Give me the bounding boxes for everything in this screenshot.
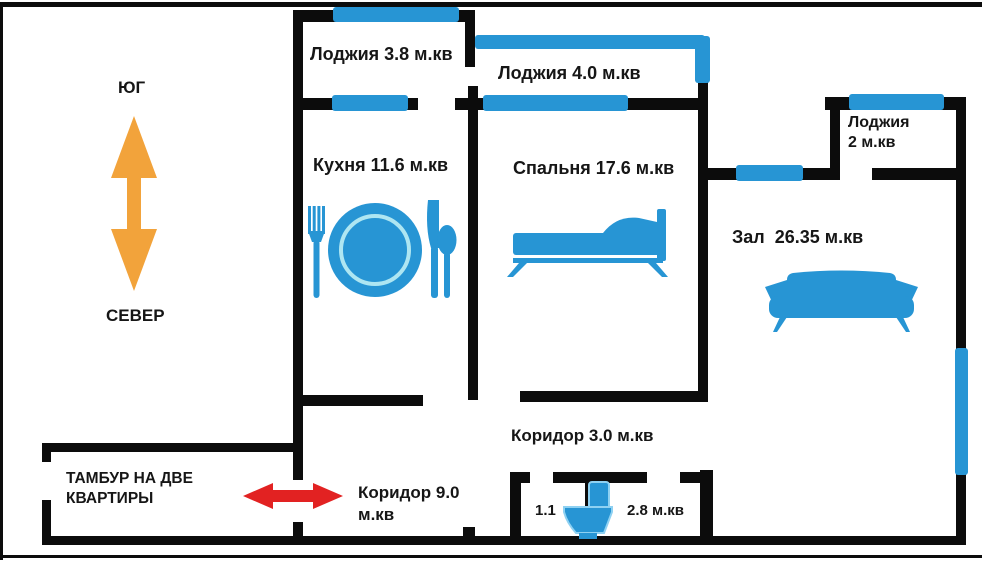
wall-bathroom-top-c <box>680 472 713 483</box>
knife-icon <box>427 200 439 298</box>
wall-kitchen-bottom <box>295 395 423 406</box>
frame-top <box>0 2 982 7</box>
entrance-arrow-icon <box>243 481 343 511</box>
window-loggia40-side <box>695 36 710 83</box>
wall-bathroom-top-b <box>553 472 647 483</box>
wall-bathroom-left <box>510 472 521 543</box>
wall-tambour-left-b <box>42 500 51 545</box>
wall-bedroom-right <box>698 82 708 402</box>
wall-bathroom-right <box>700 470 713 543</box>
wall-right-exterior <box>956 97 966 543</box>
toilet-icon <box>562 481 614 541</box>
wall-tambour-top <box>42 443 298 452</box>
label-loggia2: Лоджия 2 м.кв <box>848 113 909 154</box>
label-tambour: ТАМБУР НА ДВЕ КВАРТИРЫ <box>66 469 193 509</box>
label-kitchen: Кухня 11.6 м.кв <box>313 155 449 175</box>
label-loggia2-line2: 2 м.кв <box>848 134 896 152</box>
label-bathroom-area: 2.8 м.кв <box>627 502 685 519</box>
window-bedroom-top <box>483 95 628 111</box>
compass-north-label: СЕВЕР <box>106 306 165 325</box>
window-hall-right <box>955 348 968 475</box>
frame-left <box>0 2 3 560</box>
label-corridor3: Коридор 3.0 м.кв <box>511 426 654 445</box>
label-tambour-line2: КВАРТИРЫ <box>66 489 154 507</box>
window-loggia40-top <box>475 35 705 49</box>
label-corridor9-line1: Коридор 9.0 <box>358 483 460 502</box>
window-loggia38-bottom <box>332 95 408 111</box>
wall-left-main <box>293 10 303 480</box>
wall-kitchen-right <box>468 86 478 400</box>
wall-loggia2-bottom <box>872 168 966 180</box>
label-wc-area: 1.1 <box>535 502 556 519</box>
label-loggia2-line1: Лоджия <box>848 114 910 131</box>
label-corridor9: Коридор 9.0 м.кв <box>358 482 460 526</box>
label-hall: Зал 26.35 м.кв <box>732 227 864 247</box>
dining-set-icon <box>303 198 463 306</box>
wall-tambour-left-a <box>42 443 51 462</box>
label-loggia40: Лоджия 4.0 м.кв <box>498 63 641 83</box>
window-hall-top <box>736 165 803 181</box>
wall-bedroom-bottom <box>520 391 708 402</box>
wall-left-lower <box>293 522 303 545</box>
spoon-icon <box>437 225 457 298</box>
wall-loggia2-left <box>830 97 840 180</box>
label-corridor9-line2: м.кв <box>358 504 395 524</box>
compass-arrow-icon <box>108 116 160 291</box>
window-loggia38-top <box>333 7 459 22</box>
bed-icon <box>505 207 670 277</box>
label-tambour-line1: ТАМБУР НА ДВЕ <box>66 470 193 487</box>
fork-icon <box>308 206 325 298</box>
sofa-icon <box>763 270 920 332</box>
frame-bottom <box>0 555 982 558</box>
window-loggia2-top <box>849 94 944 110</box>
wall-loggia-divider <box>465 10 475 67</box>
compass-south-label: ЮГ <box>118 78 146 97</box>
plate-icon <box>328 203 422 297</box>
label-bedroom: Спальня 17.6 м.кв <box>513 158 675 178</box>
label-loggia38: Лоджия 3.8 м.кв <box>310 44 453 64</box>
wall-bottom-exterior <box>42 536 966 545</box>
